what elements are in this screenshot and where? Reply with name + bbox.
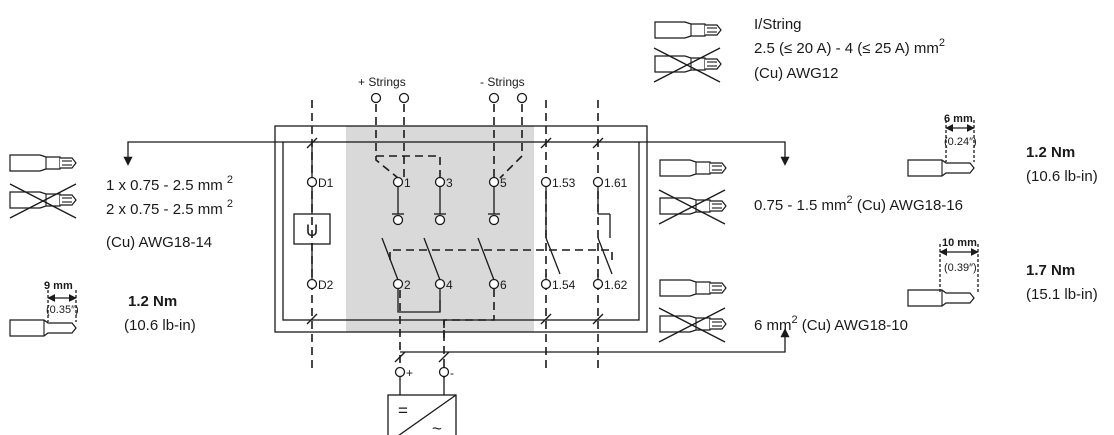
terminal-5[interactable] xyxy=(488,176,500,188)
terminal-1-54-label: 1.54 xyxy=(552,278,576,292)
main-strip-inch: (0.39″) xyxy=(944,262,977,274)
plus-strings-label: + Strings xyxy=(358,75,406,89)
inverter-dc-symbol: = xyxy=(398,401,408,420)
terminal-1-62-label: 1.62 xyxy=(604,278,628,292)
terminal-6[interactable] xyxy=(488,278,500,290)
terminal-1-62[interactable] xyxy=(592,278,604,290)
left-connection-arrow xyxy=(123,141,283,166)
terminal-1-53-label: 1.53 xyxy=(552,176,576,190)
left-wire-ok-icon xyxy=(9,154,77,172)
terminal-plus-dc[interactable] xyxy=(394,366,406,378)
terminal-d1-label: D1 xyxy=(318,176,334,190)
terminal-1-54[interactable] xyxy=(540,278,552,290)
terminal-1-label: 1 xyxy=(404,176,411,190)
aux-strip-inch: (0.24″) xyxy=(944,136,977,148)
left-torque: 1.2 Nm xyxy=(128,293,177,310)
terminal-d2[interactable] xyxy=(306,278,318,290)
aux-conductor-spec: 0.75 - 1.5 mm2 (Cu) AWG18-16 xyxy=(754,194,963,214)
aux-torque: 1.2 Nm xyxy=(1026,144,1075,161)
main-fixed-contacts xyxy=(392,187,500,215)
terminal-5-label: 5 xyxy=(500,176,507,190)
bottom-main-connection-arrow xyxy=(400,328,790,353)
minus-string-terminal-1[interactable] xyxy=(488,92,500,104)
terminal-3-label: 3 xyxy=(446,176,453,190)
enclosure-outline xyxy=(274,125,648,333)
terminal-2[interactable] xyxy=(392,278,404,290)
right-aux-connection-arrow xyxy=(639,141,790,166)
terminal-2-label: 2 xyxy=(404,278,411,292)
left-conductor-line1: 1 x 0.75 - 2.5 mm 2 xyxy=(106,174,233,194)
terminal-6-label: 6 xyxy=(500,278,507,292)
plus-string-terminal-1[interactable] xyxy=(370,92,382,104)
main-torque: 1.7 Nm xyxy=(1026,262,1075,279)
string-wire-not-allowed-icon xyxy=(653,47,722,83)
main-wire-ok-icon xyxy=(659,279,727,297)
string-conductor-awg: (Cu) AWG12 xyxy=(754,65,838,82)
inverter-symbol xyxy=(387,394,457,435)
coil-u-label: U xyxy=(306,221,318,240)
minus-strings-label: - Strings xyxy=(480,75,525,89)
aux-torque-lbin: (10.6 lb-in) xyxy=(1026,168,1098,185)
terminal-1-61-label: 1.61 xyxy=(604,176,628,190)
left-torque-lbin: (10.6 lb-in) xyxy=(124,317,196,334)
left-conductor-line2: 2 x 0.75 - 2.5 mm 2 xyxy=(106,198,233,218)
terminal-d1[interactable] xyxy=(306,176,318,188)
string-wire-ok-icon xyxy=(654,21,722,39)
left-conductor-awg: (Cu) AWG18-14 xyxy=(106,234,212,251)
plus-string-terminal-2[interactable] xyxy=(398,92,410,104)
terminal-plus-label: + xyxy=(406,366,413,380)
mechanical-link xyxy=(389,249,613,262)
terminal-4-label: 4 xyxy=(446,278,453,292)
left-strip-inch: (0.35″) xyxy=(46,304,79,316)
terminal-1[interactable] xyxy=(392,176,404,188)
main-torque-lbin: (15.1 lb-in) xyxy=(1026,286,1098,303)
string-conductor-spec: 2.5 (≤ 20 A) - 4 (≤ 25 A) mm2 xyxy=(754,37,945,57)
terminal-d2-label: D2 xyxy=(318,278,334,292)
aux-contacts xyxy=(545,187,613,280)
left-strip-length-icon xyxy=(9,290,77,337)
terminal-minus-dc[interactable] xyxy=(438,366,450,378)
main-wire-not-allowed-icon xyxy=(658,307,727,343)
left-strip-length: 9 mm xyxy=(44,280,73,292)
main-strip-length: 10 mm xyxy=(942,237,977,249)
minus-string-terminal-2[interactable] xyxy=(516,92,528,104)
main-conductor-spec: 6 mm2 (Cu) AWG18-10 xyxy=(754,314,908,334)
aux-wire-not-allowed-icon xyxy=(658,189,727,225)
terminal-1-53[interactable] xyxy=(540,176,552,188)
inverter-ac-symbol: ~ xyxy=(432,419,442,435)
left-wire-not-allowed-icon xyxy=(9,183,77,219)
current-per-string-label: I/String xyxy=(754,16,802,33)
aux-wire-ok-icon xyxy=(659,159,727,177)
terminal-4[interactable] xyxy=(434,278,446,290)
terminal-1-61[interactable] xyxy=(592,176,604,188)
terminal-minus-label: - xyxy=(450,366,454,380)
terminal-3[interactable] xyxy=(434,176,446,188)
inner-frame xyxy=(282,141,640,321)
main-strip-length-icon xyxy=(907,244,979,307)
aux-strip-length: 6 mm xyxy=(944,113,973,125)
aux-strip-length-icon xyxy=(907,120,975,177)
